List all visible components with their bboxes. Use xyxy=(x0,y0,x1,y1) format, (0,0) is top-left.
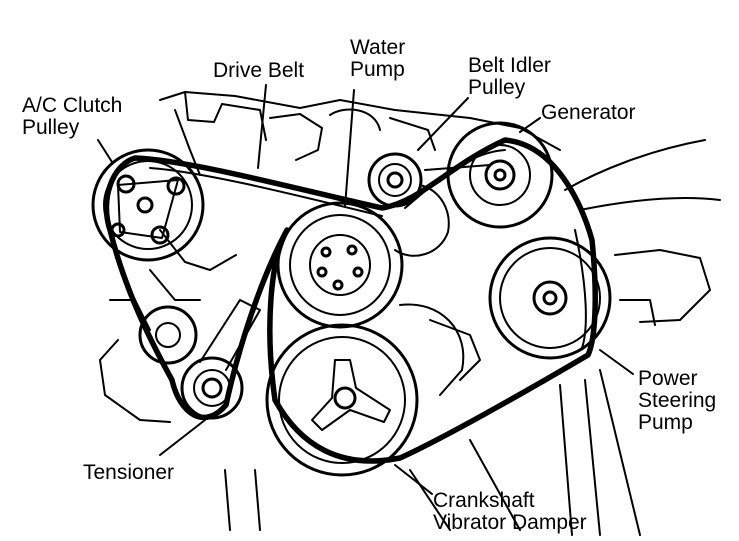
tensioner-pulley xyxy=(180,299,261,420)
belt-idler-pulley xyxy=(367,152,423,208)
power-steering-pump-label: Power Steering Pump xyxy=(638,367,717,434)
ac-clutch-pulley xyxy=(91,148,205,262)
lower-idler-pulley xyxy=(138,305,198,365)
water-pump-label: Water Pump xyxy=(350,36,406,81)
tensioner-label: Tensioner xyxy=(83,461,175,484)
crankshaft-vibrator-damper-label: Crankshaft Vibrator Damper xyxy=(433,489,587,534)
crankshaft-vibrator-damper xyxy=(265,323,419,477)
drive-belt-label: Drive Belt xyxy=(213,59,305,82)
power-steering-pump-pulley xyxy=(488,236,612,360)
water-pump-pulley xyxy=(276,201,404,329)
belt-idler-pulley-label: Belt Idler Pulley xyxy=(468,54,551,99)
ac-clutch-pulley-label: A/C Clutch Pulley xyxy=(22,94,123,139)
leader-lines xyxy=(97,84,634,495)
engine-block-sketch xyxy=(99,91,721,536)
generator-pulley xyxy=(446,121,554,229)
generator-label: Generator xyxy=(541,101,636,124)
